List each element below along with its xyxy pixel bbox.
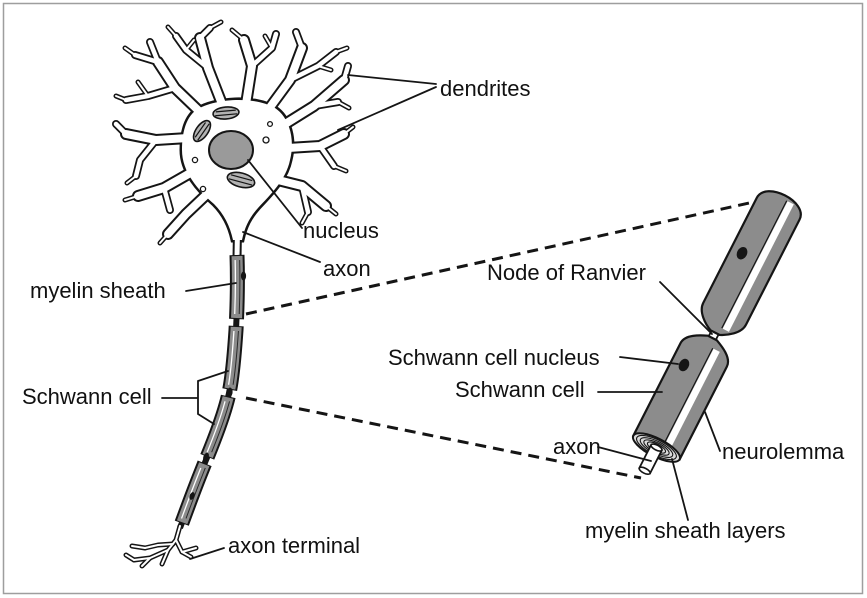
nucleus [209, 131, 253, 169]
label-nucleus: nucleus [303, 218, 379, 243]
schwann-nucleus-dot [227, 388, 232, 397]
vesicle [263, 137, 269, 143]
label-node-of-ranvier: Node of Ranvier [487, 260, 646, 285]
label-myelin-sheath-layers: myelin sheath layers [585, 518, 786, 543]
label-axon: axon [323, 256, 371, 281]
label-axon-closeup: axon [553, 434, 601, 459]
vesicle [268, 122, 273, 127]
label-schwann-cell-left: Schwann cell [22, 384, 152, 409]
label-myelin-sheath: myelin sheath [30, 278, 166, 303]
label-schwann-cell-right: Schwann cell [455, 377, 585, 402]
label-axon-terminal: axon terminal [228, 533, 360, 558]
label-neurolemma: neurolemma [722, 439, 845, 464]
label-schwann-cell-nucleus: Schwann cell nucleus [388, 345, 600, 370]
vesicle [200, 186, 205, 191]
label-dendrites: dendrites [440, 76, 531, 101]
schwann-nucleus-dot [241, 272, 246, 281]
vesicle [192, 157, 197, 162]
